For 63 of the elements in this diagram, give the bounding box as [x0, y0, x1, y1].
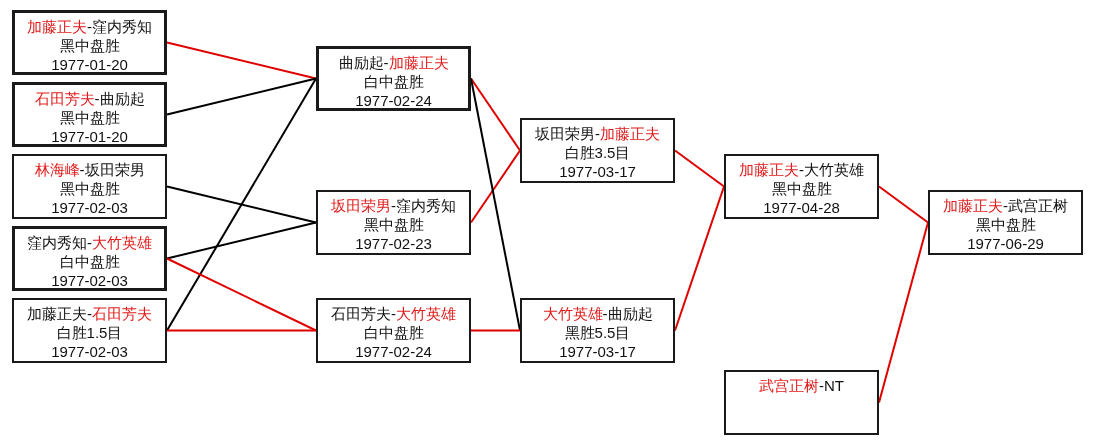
- match-box: [928, 190, 1083, 255]
- match-box: [12, 298, 167, 363]
- match-date: 1977-02-23: [355, 234, 432, 253]
- match-date: 1977-06-29: [967, 234, 1044, 253]
- match-players: 加藤正夫-窪内秀知: [27, 17, 152, 36]
- match-date: 1977-02-03: [51, 342, 128, 361]
- match-box: [12, 226, 167, 291]
- match-result: 白中盘胜: [363, 323, 424, 342]
- match-result: 白胜3.5目: [564, 143, 631, 162]
- match-box: [724, 370, 879, 435]
- match-result: 黑中盘胜: [771, 179, 832, 198]
- match-result: 黑胜5.5目: [564, 323, 631, 342]
- match-box: [724, 154, 879, 219]
- match-players: 石田芳夫-曲励起: [34, 89, 145, 108]
- match-players: 加藤正夫-石田芳夫: [27, 304, 152, 323]
- bracket-line: [470, 149, 521, 224]
- match-date: 1977-02-24: [355, 342, 432, 361]
- match-result: 黑中盘胜: [59, 36, 120, 55]
- match-result: 黑中盘胜: [363, 215, 424, 234]
- match-players: 窪内秀知-大竹英雄: [27, 233, 152, 252]
- match-date: 1977-02-03: [51, 198, 128, 217]
- match-result: 黑中盘胜: [59, 179, 120, 198]
- match-players: 加藤正夫-大竹英雄: [739, 160, 864, 179]
- bracket-line: [166, 329, 317, 332]
- match-box: [316, 190, 471, 255]
- bracket-line: [674, 149, 725, 188]
- match-players: 林海峰-坂田荣男: [34, 160, 145, 179]
- bracket-line: [878, 185, 929, 224]
- match-date: 1977-02-03: [51, 271, 128, 290]
- match-result: 白胜1.5目: [56, 323, 123, 342]
- match-date: 1977-03-17: [559, 162, 636, 181]
- match-box: [316, 298, 471, 363]
- match-date: 1977-04-28: [763, 198, 840, 217]
- match-box: [520, 298, 675, 363]
- match-date: 1977-01-20: [51, 55, 128, 74]
- bracket-line: [166, 41, 317, 80]
- match-box: [12, 82, 167, 147]
- bracket-line: [470, 77, 521, 152]
- bracket-line: [166, 257, 317, 332]
- bracket-line: [166, 77, 317, 332]
- bracket-line: [166, 221, 317, 260]
- match-players: 大竹英雄-曲励起: [542, 304, 653, 323]
- match-box: [12, 154, 167, 219]
- match-date: 1977-01-20: [51, 127, 128, 146]
- match-box: [316, 46, 471, 111]
- bracket-line: [166, 185, 317, 224]
- match-result: 黑中盘胜: [59, 108, 120, 127]
- match-players: 石田芳夫-大竹英雄: [331, 304, 456, 323]
- match-result: 白中盘胜: [59, 252, 120, 271]
- bracket-line: [470, 77, 521, 332]
- match-players: 坂田荣男-窪内秀知: [331, 196, 456, 215]
- match-players: 曲励起-加藤正夫: [338, 53, 449, 72]
- match-date: 1977-03-17: [559, 342, 636, 361]
- match-result: 白中盘胜: [363, 72, 424, 91]
- match-result: 黑中盘胜: [975, 215, 1036, 234]
- bracket-line: [470, 329, 521, 332]
- bracket-line: [166, 77, 317, 116]
- match-box: [12, 10, 167, 75]
- match-players: 武宫正树-NT: [759, 376, 844, 395]
- match-players: 加藤正夫-武宫正树: [943, 196, 1068, 215]
- match-players: 坂田荣男-加藤正夫: [535, 124, 660, 143]
- match-date: 1977-02-24: [355, 91, 432, 110]
- match-box: [520, 118, 675, 183]
